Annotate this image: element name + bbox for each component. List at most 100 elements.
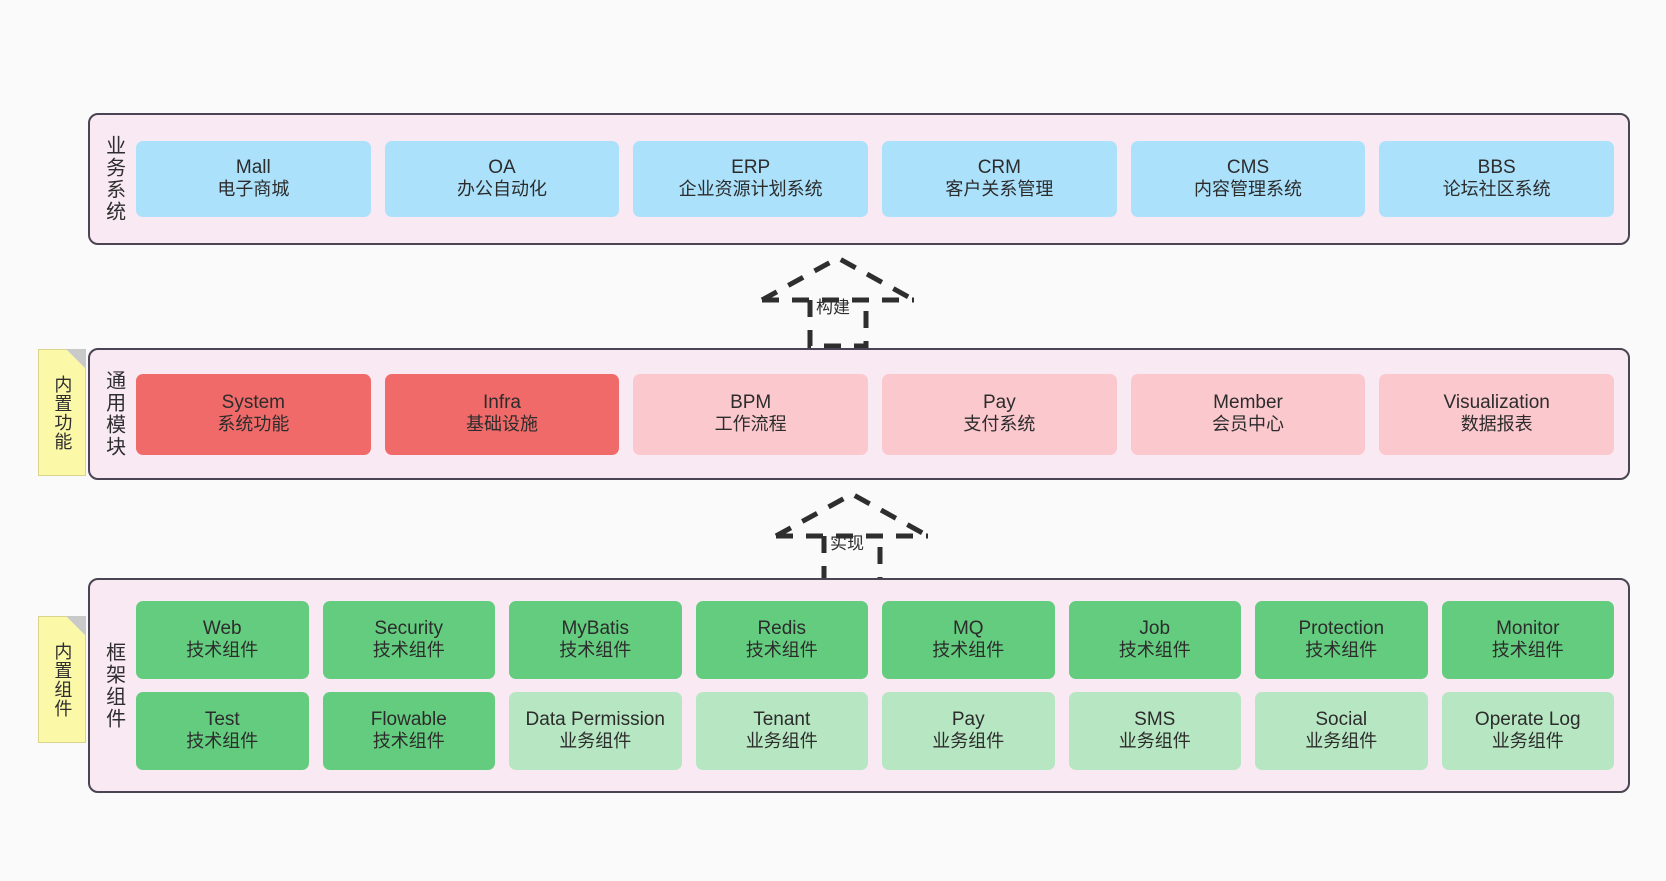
note-builtin-components-label: 内置组件 xyxy=(52,641,73,718)
connector-implement: 实现 xyxy=(762,488,942,585)
node-system[interactable]: System 系统功能 xyxy=(136,373,371,455)
node-social[interactable]: Social 业务组件 xyxy=(1255,692,1428,770)
note-fold-icon xyxy=(66,349,86,369)
node-monitor-en: Monitor xyxy=(1496,617,1560,639)
node-operate-log-cn: 业务组件 xyxy=(1491,731,1564,752)
node-test-cn: 技术组件 xyxy=(186,731,259,752)
note-builtin-features-label: 内置功能 xyxy=(52,374,73,451)
node-protection[interactable]: Protection 技术组件 xyxy=(1255,601,1428,679)
node-mybatis[interactable]: MyBatis 技术组件 xyxy=(509,601,682,679)
node-crm-cn: 客户关系管理 xyxy=(945,179,1054,200)
node-mall-cn: 电子商城 xyxy=(217,179,290,200)
node-visualization[interactable]: Visualization 数据报表 xyxy=(1379,373,1615,455)
node-bbs-cn: 论坛社区系统 xyxy=(1442,179,1551,200)
node-pay-module[interactable]: Pay 支付系统 xyxy=(882,373,1117,455)
node-bpm[interactable]: BPM 工作流程 xyxy=(633,373,869,455)
node-erp[interactable]: ERP 企业资源计划系统 xyxy=(633,141,869,217)
connector-build-label: 构建 xyxy=(816,298,850,317)
node-monitor[interactable]: Monitor 技术组件 xyxy=(1441,601,1614,679)
node-web[interactable]: Web 技术组件 xyxy=(136,601,309,679)
node-sms-cn: 业务组件 xyxy=(1118,731,1191,752)
node-system-cn: 系统功能 xyxy=(217,414,290,435)
layer-title-framework: 框架组件 xyxy=(102,641,125,730)
node-infra-en: Infra xyxy=(482,391,522,413)
node-social-cn: 业务组件 xyxy=(1305,731,1378,752)
node-security-en: Security xyxy=(374,617,444,639)
node-mybatis-cn: 技术组件 xyxy=(559,640,632,661)
layer-body-business: Mall 电子商城 OA 办公自动化 ERP 企业资源计划系统 CRM 客户关系… xyxy=(136,115,1628,243)
row-business-0: Mall 电子商城 OA 办公自动化 ERP 企业资源计划系统 CRM 客户关系… xyxy=(136,141,1615,217)
node-web-cn: 技术组件 xyxy=(186,640,259,661)
node-sms[interactable]: SMS 业务组件 xyxy=(1068,692,1241,770)
node-pay-component[interactable]: Pay 业务组件 xyxy=(882,692,1055,770)
node-data-permission-cn: 业务组件 xyxy=(559,731,632,752)
layer-business-system[interactable]: 业务系统 Mall 电子商城 OA 办公自动化 ERP 企业资源计划系统 CRM… xyxy=(88,113,1630,245)
node-mall[interactable]: Mall 电子商城 xyxy=(136,141,371,217)
node-cms-en: CMS xyxy=(1226,156,1270,178)
layer-title-modules: 通用模块 xyxy=(102,370,125,458)
node-tenant-cn: 业务组件 xyxy=(745,731,818,752)
row-framework-0: Web 技术组件 Security 技术组件 MyBatis 技术组件 Redi… xyxy=(136,601,1614,679)
node-oa[interactable]: OA 办公自动化 xyxy=(384,141,620,217)
node-mybatis-en: MyBatis xyxy=(561,617,630,639)
node-flowable-cn: 技术组件 xyxy=(372,731,445,752)
node-data-permission-en: Data Permission xyxy=(525,708,665,730)
layer-body-framework: Web 技术组件 Security 技术组件 MyBatis 技术组件 Redi… xyxy=(136,580,1628,791)
note-builtin-components: 内置组件 xyxy=(38,616,86,743)
node-pay-module-cn: 支付系统 xyxy=(963,414,1036,435)
node-cms[interactable]: CMS 内容管理系统 xyxy=(1130,141,1366,217)
node-infra-cn: 基础设施 xyxy=(466,414,538,435)
node-web-en: Web xyxy=(202,617,242,639)
node-job-en: Job xyxy=(1139,617,1171,639)
node-job-cn: 技术组件 xyxy=(1118,640,1191,661)
node-sms-en: SMS xyxy=(1134,708,1176,730)
node-redis-en: Redis xyxy=(757,617,807,639)
layer-framework-components[interactable]: 框架组件 Web 技术组件 Security 技术组件 MyBatis 技术组件… xyxy=(88,578,1630,793)
node-flowable[interactable]: Flowable 技术组件 xyxy=(322,692,495,770)
node-pay-component-cn: 业务组件 xyxy=(932,731,1005,752)
node-pay-component-en: Pay xyxy=(951,708,985,730)
node-mq-en: MQ xyxy=(952,617,984,639)
node-tenant[interactable]: Tenant 业务组件 xyxy=(695,692,868,770)
node-tenant-en: Tenant xyxy=(753,708,811,730)
node-operate-log-en: Operate Log xyxy=(1474,708,1581,730)
node-infra[interactable]: Infra 基础设施 xyxy=(384,373,620,455)
node-member-en: Member xyxy=(1213,391,1283,413)
connector-implement-arrowhead xyxy=(774,491,930,539)
layer-common-modules[interactable]: 通用模块 System 系统功能 Infra 基础设施 BPM 工作流程 Pay… xyxy=(88,348,1630,480)
node-test-en: Test xyxy=(204,708,240,730)
node-member-cn: 会员中心 xyxy=(1212,414,1285,435)
node-crm[interactable]: CRM 客户关系管理 xyxy=(882,141,1117,217)
node-test[interactable]: Test 技术组件 xyxy=(136,692,309,770)
note-fold-icon xyxy=(66,616,86,636)
layer-body-modules: System 系统功能 Infra 基础设施 BPM 工作流程 Pay 支付系统… xyxy=(136,350,1628,478)
node-protection-en: Protection xyxy=(1298,617,1385,639)
node-visualization-en: Visualization xyxy=(1443,391,1550,413)
connector-build: 构建 xyxy=(748,252,928,349)
connector-implement-stem xyxy=(821,536,883,585)
node-protection-cn: 技术组件 xyxy=(1305,640,1378,661)
node-visualization-cn: 数据报表 xyxy=(1460,414,1533,435)
node-system-en: System xyxy=(221,391,286,413)
node-redis[interactable]: Redis 技术组件 xyxy=(695,601,868,679)
node-bpm-en: BPM xyxy=(730,391,772,413)
node-bbs[interactable]: BBS 论坛社区系统 xyxy=(1379,141,1615,217)
row-modules-0: System 系统功能 Infra 基础设施 BPM 工作流程 Pay 支付系统… xyxy=(136,373,1615,455)
node-security[interactable]: Security 技术组件 xyxy=(322,601,495,679)
node-data-permission[interactable]: Data Permission 业务组件 xyxy=(509,692,682,770)
node-member[interactable]: Member 会员中心 xyxy=(1130,373,1366,455)
note-builtin-features: 内置功能 xyxy=(38,349,86,476)
node-erp-en: ERP xyxy=(731,156,771,178)
connector-build-arrowhead xyxy=(760,255,916,303)
node-operate-log[interactable]: Operate Log 业务组件 xyxy=(1441,692,1614,770)
node-social-en: Social xyxy=(1315,708,1368,730)
node-flowable-en: Flowable xyxy=(370,708,447,730)
connector-build-stem xyxy=(807,300,869,349)
node-mq[interactable]: MQ 技术组件 xyxy=(882,601,1055,679)
node-erp-cn: 企业资源计划系统 xyxy=(678,179,823,200)
node-security-cn: 技术组件 xyxy=(372,640,445,661)
node-oa-cn: 办公自动化 xyxy=(457,179,547,200)
node-crm-en: CRM xyxy=(977,156,1021,178)
node-job[interactable]: Job 技术组件 xyxy=(1068,601,1241,679)
